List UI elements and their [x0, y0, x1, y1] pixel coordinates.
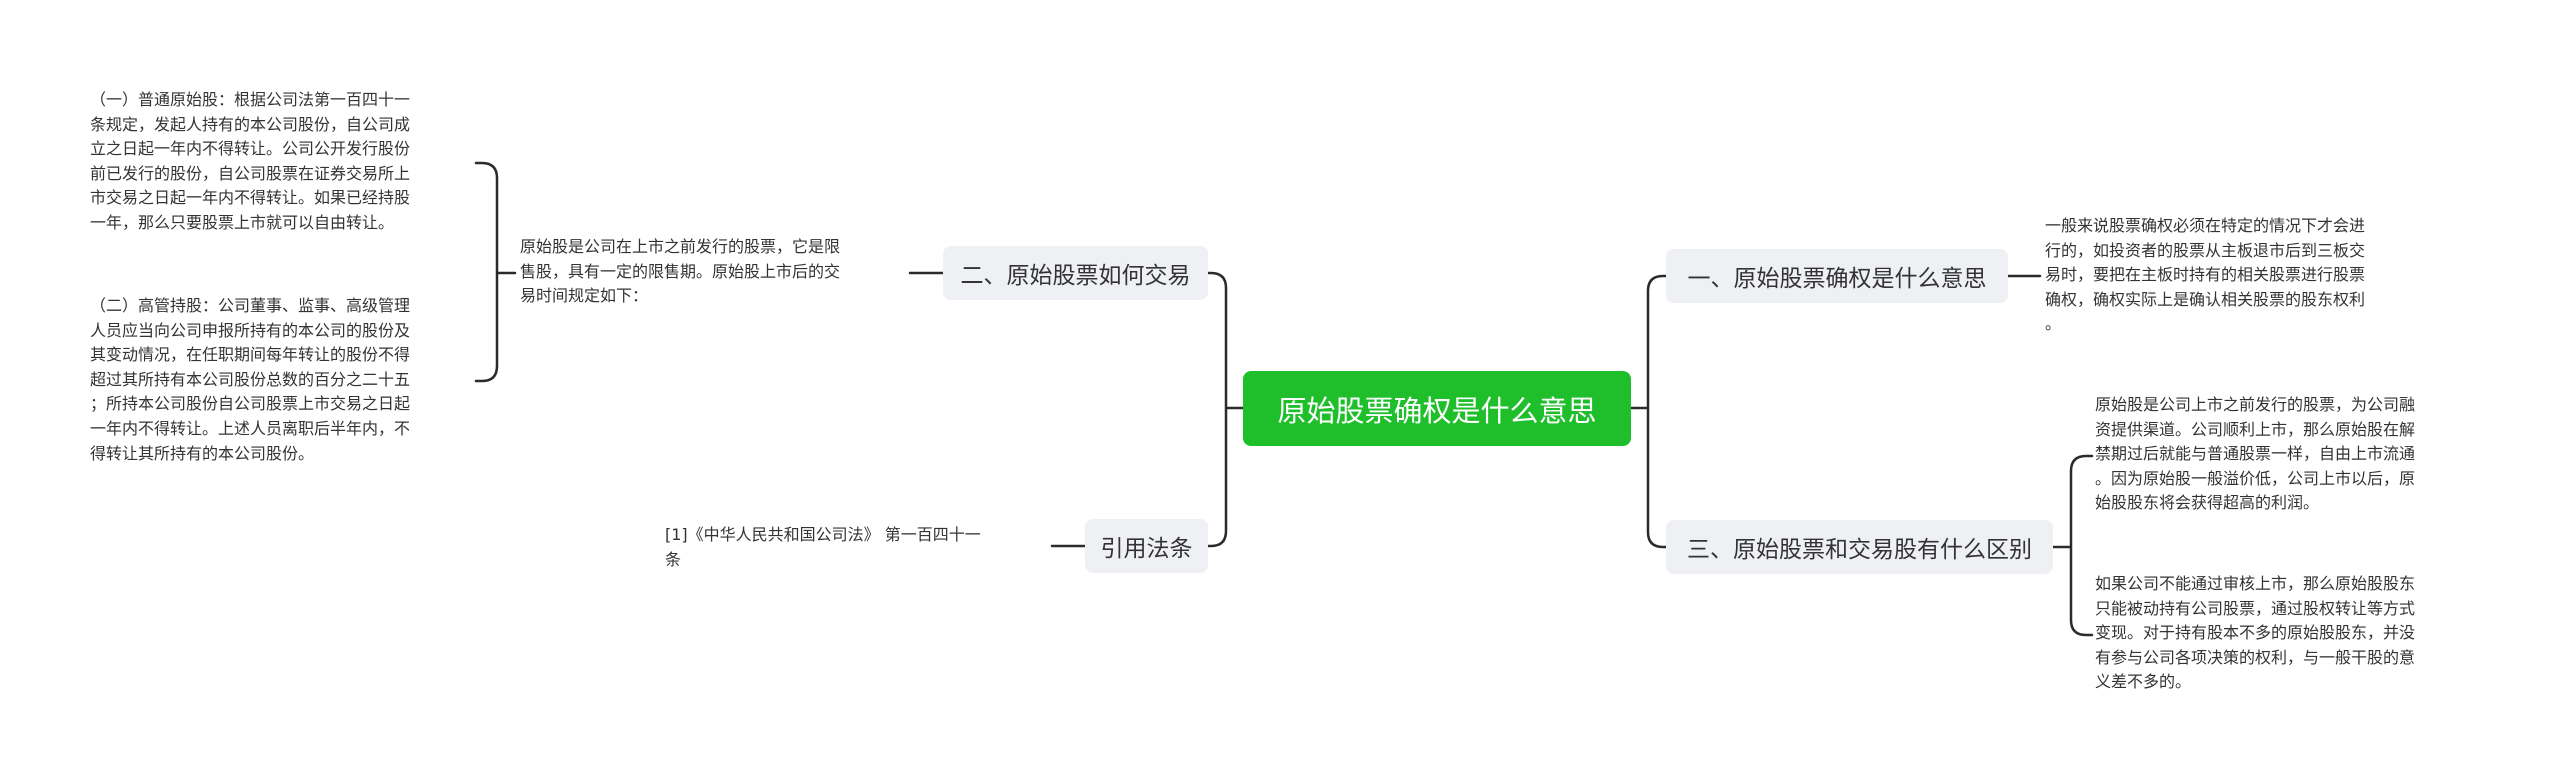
- text-line: 一般来说股票确权必须在特定的情况下才会进: [2045, 216, 2366, 235]
- root-topic-label: 原始股票确权是什么意思: [1277, 393, 1597, 428]
- how-trade-intro-text: 原始股是公司在上市之前发行的股票，它是限 售股，具有一定的限售期。原始股上市后的…: [520, 235, 840, 309]
- connector-difference-bracket: [2051, 454, 2094, 637]
- branch-how-trade-label: 二、原始股票如何交易: [960, 263, 1191, 289]
- text-line: [1]《中华人民共和国公司法》 第一百四十一: [665, 525, 981, 544]
- text-line: 前已发行的股份，自公司股票在证券交易所上: [90, 163, 411, 183]
- root-topic[interactable]: 原始股票确权是什么意思: [1243, 371, 1631, 446]
- text-line: 立之日起一年内不得转让。公司公开发行股份: [90, 139, 411, 159]
- branch-how-trade[interactable]: 二、原始股票如何交易: [943, 246, 1208, 300]
- executive-holdings-rule-text: （二）高管持股：公司董事、监事、高级管理 人员应当向公司申报所持有的本公司的股份…: [90, 294, 410, 466]
- connector-details-bracket: [474, 161, 517, 383]
- text-line: 变现。对于持有股本不多的原始股股东，并没: [2095, 623, 2416, 643]
- text-line: 。: [2045, 314, 2062, 334]
- connector-root-right: [1629, 274, 1668, 549]
- ordinary-shares-rule-text: （一）普通原始股：根据公司法第一百四十一 条规定，发起人持有的本公司股份，自公司…: [90, 88, 410, 236]
- text-line: （一）普通原始股：根据公司法第一百四十一: [90, 90, 411, 109]
- text-line: 始股股东将会获得超高的利润。: [2095, 493, 2320, 513]
- text-line: 条规定，发起人持有的本公司股份，自公司成: [90, 114, 411, 134]
- text-line: 有参与公司各项决策的权利，与一般干股的意: [2095, 647, 2416, 667]
- text-line: 条: [665, 549, 682, 569]
- text-line: 只能被动持有公司股票，通过股权转让等方式: [2095, 598, 2416, 618]
- text-line: 市交易之日起一年内不得转让。如果已经持股: [90, 188, 411, 208]
- branch-meaning[interactable]: 一、原始股票确权是什么意思: [1666, 249, 2008, 303]
- text-line: 得转让其所持有的本公司股份。: [90, 443, 315, 463]
- text-line: （二）高管持股：公司董事、监事、高级管理: [90, 296, 411, 315]
- branch-difference-label: 三、原始股票和交易股有什么区别: [1687, 537, 2032, 563]
- text-line: 一年内不得转让。上述人员离职后半年内，不: [90, 418, 411, 438]
- text-line: 行的，如投资者的股票从主板退市后到三板交: [2045, 240, 2366, 260]
- text-line: 。因为原始股一般溢价低，公司上市以后，原: [2095, 468, 2416, 488]
- text-line: 人员应当向公司申报所持有的本公司的股份及: [90, 320, 411, 340]
- branch-citation[interactable]: 引用法条: [1085, 519, 1208, 573]
- original-shares-unlisted-text: 如果公司不能通过审核上市，那么原始股股东 只能被动持有公司股票，通过股权转让等方…: [2095, 572, 2415, 695]
- branch-difference[interactable]: 三、原始股票和交易股有什么区别: [1666, 520, 2053, 574]
- text-line: ；所持本公司股份自公司股票上市交易之日起: [90, 394, 411, 414]
- text-line: 超过其所持有本公司股份总数的百分之二十五: [90, 369, 411, 389]
- text-line: 义差不多的。: [2095, 672, 2192, 692]
- meaning-detail-text: 一般来说股票确权必须在特定的情况下才会进 行的，如投资者的股票从主板退市后到三板…: [2045, 214, 2365, 337]
- text-line: 禁期过后就能与普通股票一样，自由上市流通: [2095, 444, 2416, 464]
- text-line: 资提供渠道。公司顺利上市，那么原始股在解: [2095, 419, 2416, 439]
- text-line: 其变动情况，在任职期间每年转让的股份不得: [90, 345, 411, 365]
- citation-text: [1]《中华人民共和国公司法》 第一百四十一 条: [665, 523, 981, 572]
- text-line: 原始股是公司在上市之前发行的股票，它是限: [520, 237, 841, 256]
- branch-citation-label: 引用法条: [1100, 536, 1193, 562]
- text-line: 确权，确权实际上是确认相关股票的股东权利: [2045, 289, 2366, 309]
- text-line: 一年，那么只要股票上市就可以自由转让。: [90, 212, 395, 232]
- original-shares-listing-text: 原始股是公司上市之前发行的股票，为公司融 资提供渠道。公司顺利上市，那么原始股在…: [2095, 393, 2415, 516]
- text-line: 如果公司不能通过审核上市，那么原始股股东: [2095, 574, 2416, 593]
- text-line: 售股，具有一定的限售期。原始股上市后的交: [520, 261, 841, 281]
- text-line: 易时间规定如下：: [520, 286, 649, 306]
- text-line: 原始股是公司上市之前发行的股票，为公司融: [2095, 395, 2416, 414]
- connector-root-left: [1206, 271, 1245, 548]
- branch-meaning-label: 一、原始股票确权是什么意思: [1687, 266, 1987, 292]
- text-line: 易时，要把在主板时持有的相关股票进行股票: [2045, 265, 2366, 285]
